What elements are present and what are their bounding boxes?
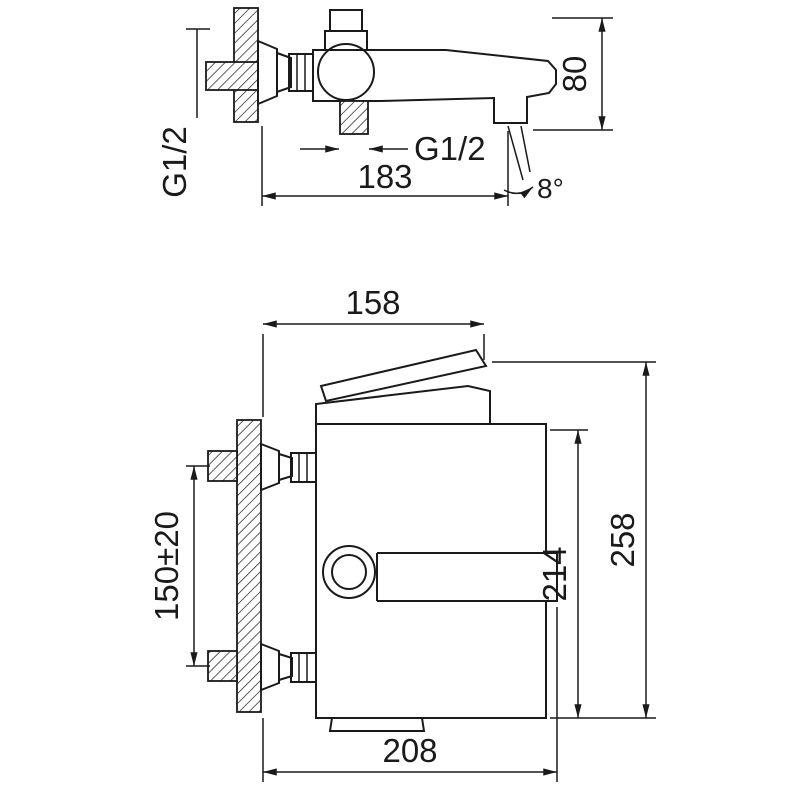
handle-stem-side	[329, 9, 363, 32]
faucet-body-side	[312, 9, 557, 135]
faucet-body-front	[315, 348, 558, 732]
wall-section-side	[205, 7, 259, 123]
cartridge-housing-side	[317, 43, 375, 101]
diverter-knob-inner	[331, 554, 367, 590]
dim-overall-height-label: 258	[604, 512, 641, 567]
handle-base-front	[315, 384, 491, 425]
dim-width-183: 183	[261, 126, 509, 206]
handle-lever-front	[319, 348, 488, 403]
dim-top-width-158: 158	[262, 284, 485, 417]
outlet-thread-side	[339, 100, 369, 135]
dim-body-height-label: 214	[536, 546, 573, 601]
dim-height-80: 80	[533, 17, 613, 131]
dim-height-80-label: 80	[556, 56, 593, 93]
dim-mount-spacing-150: 150±20	[148, 465, 210, 667]
water-stream: 8°	[503, 125, 564, 204]
wall-thread-dim: G1/2	[156, 28, 210, 198]
spout-outlet-front	[328, 717, 426, 732]
wall-thread-label: G1/2	[156, 126, 193, 198]
dim-body-height-214: 214	[536, 429, 588, 718]
spout-angle-label: 8°	[537, 173, 564, 204]
escutcheon-side	[257, 39, 314, 106]
dim-bottom-width-label: 208	[382, 732, 437, 769]
lower-mount-front	[260, 642, 317, 692]
dim-mount-spacing-label: 150±20	[148, 511, 185, 621]
diverter-knob-outer	[322, 545, 376, 599]
outlet-thread-dim: G1/2	[300, 130, 486, 167]
dim-overall-height-258: 258	[492, 361, 656, 719]
outlet-thread-label: G1/2	[414, 130, 486, 167]
handle-cap-side	[324, 30, 368, 51]
dim-width-183-label: 183	[357, 158, 412, 195]
side-view: G1/2 G1/2	[156, 7, 613, 206]
dim-bottom-width-208: 208	[262, 607, 558, 782]
wall-section-front	[207, 419, 262, 713]
upper-mount-front	[260, 442, 317, 492]
dim-top-width-label: 158	[345, 284, 400, 321]
front-view: 158	[148, 284, 656, 782]
